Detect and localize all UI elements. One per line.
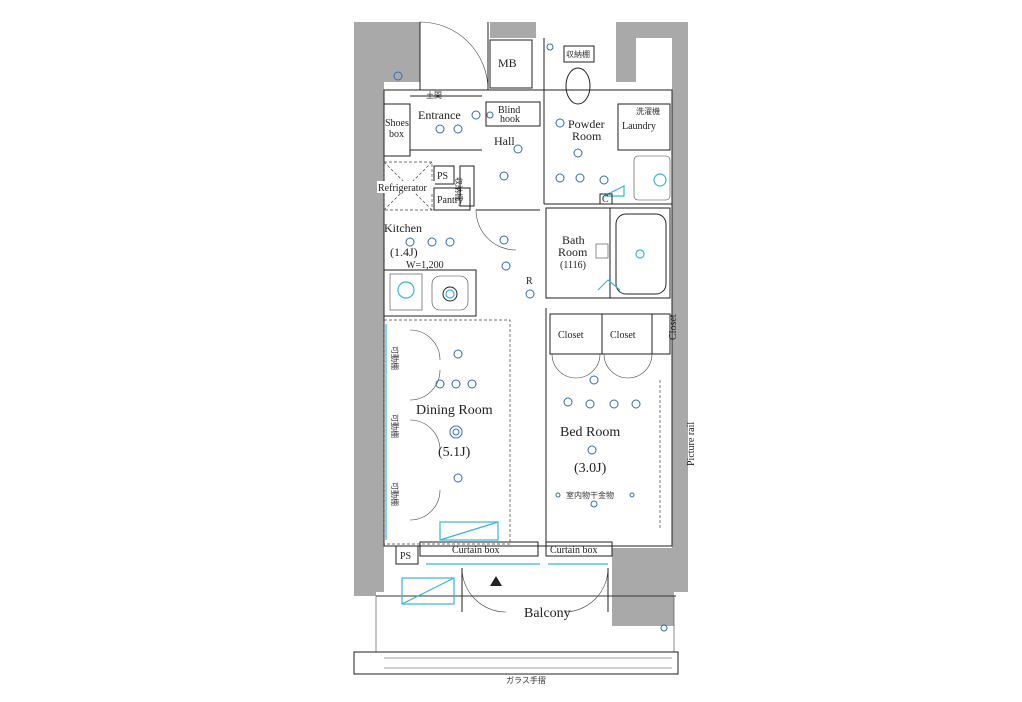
balcony-label: Balcony [524, 606, 571, 621]
bed-size: (3.0J) [574, 461, 607, 476]
entrance-label: Entrance [418, 108, 461, 122]
pantry: Pantry [433, 187, 471, 211]
powder-shelf-note: 収納棚 [566, 49, 590, 59]
curtain-box-label-2: Curtain box [550, 545, 598, 556]
kitchen-width: W=1,200 [406, 260, 444, 271]
kitchen-label: Kitchen [384, 221, 422, 235]
bath-room-label-2: Room [558, 245, 588, 259]
powder-room-label-2: Room [572, 129, 602, 143]
indoor-dry-label: 室内物干金物 [566, 490, 614, 500]
bath-room: Bath Room (1116) R [525, 207, 671, 299]
glass-rail-label: ガラス手摺 [506, 675, 546, 685]
laundry-note: 洗濯機 [636, 106, 660, 116]
pantry-label: Pantry [437, 195, 463, 206]
powder-room-label-1: Powder [568, 117, 605, 131]
storage-label-1: 可動棚 [390, 346, 400, 370]
shoes-box-label-1: Shoes [385, 118, 409, 129]
shoes-box: Shoes box [383, 103, 411, 157]
mb-label: MB [498, 56, 517, 70]
closet-label-1: Closet [558, 330, 584, 341]
blind-hook-label-2: hook [500, 114, 520, 125]
powder-room: 収納棚 Powder Room C [543, 38, 672, 205]
balcony: Balcony ガラス手摺 [353, 567, 679, 685]
dining-room: 可動棚 可動棚 可動棚 Dining Room (5.1J) [383, 319, 511, 545]
dining-size: (5.1J) [438, 445, 471, 460]
kitchen-area: Kitchen (1.4J) W=1,200 [383, 221, 511, 317]
ps-upper: PS 収納棚 [433, 165, 475, 207]
curtain-boxes: Curtain box Curtain box PS [395, 541, 613, 586]
laundry: 洗濯機 Laundry [617, 103, 671, 201]
refrigerator-label: Refrigerator [378, 183, 428, 194]
bed-room-label: Bed Room [560, 425, 620, 440]
closets: Closet Closet Closet [549, 313, 679, 379]
refrigerator: Refrigerator [377, 161, 435, 211]
ps-lower-label: PS [400, 551, 411, 562]
symbol-c: C [602, 194, 609, 205]
mb-area: MB [393, 21, 533, 91]
exterior-walls [354, 22, 688, 626]
shoes-box-label-2: box [389, 129, 404, 140]
symbol-r: R [526, 276, 533, 287]
ps-upper-label: PS [437, 171, 448, 182]
bath-size: (1116) [560, 260, 586, 271]
bath-room-label-1: Bath [562, 233, 585, 247]
bed-room: Bed Room (3.0J) 室内物干金物 Picture rail [545, 308, 697, 546]
storage-label-2: 可動棚 [390, 414, 400, 438]
outline [376, 89, 676, 597]
dining-room-label: Dining Room [416, 403, 493, 418]
storage-label-3: 可動棚 [390, 482, 400, 506]
kitchen-size: (1.4J) [390, 245, 418, 259]
curtain-box-label-1: Curtain box [452, 545, 500, 556]
hall-area: Blind hook Hall [475, 101, 541, 251]
closet-label-2: Closet [610, 330, 636, 341]
hall-label: Hall [494, 134, 515, 148]
toilet-note: 収納棚 [454, 177, 464, 201]
laundry-label: Laundry [622, 121, 656, 132]
entrance-area: 土間 Entrance [410, 90, 482, 151]
closet-label-3: Closet [668, 314, 679, 340]
entrance-note: 土間 [426, 90, 442, 100]
picture-rail-label: Picture rail [686, 422, 697, 466]
blind-hook-label-1: Blind [498, 105, 520, 116]
